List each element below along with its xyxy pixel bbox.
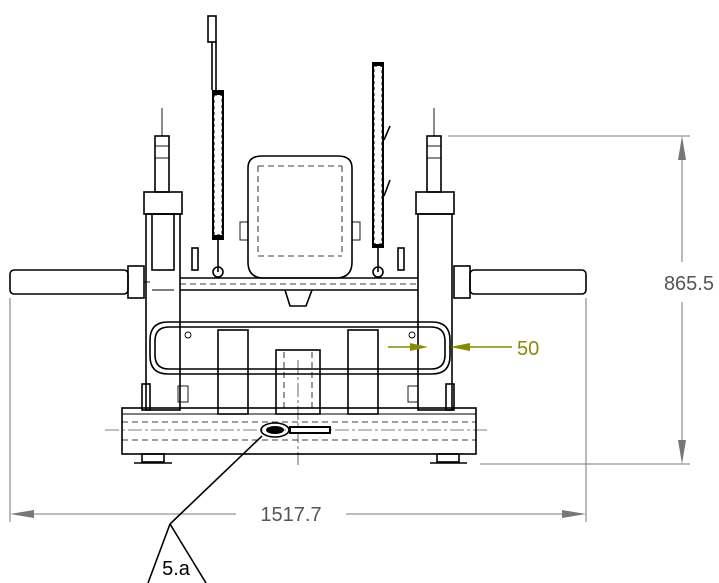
width-dimension-label: 1517.7 <box>260 504 321 526</box>
thickness-dimension <box>388 343 512 351</box>
callout-leader <box>147 435 263 583</box>
lower-cradle <box>141 321 455 415</box>
right-handle <box>453 265 587 299</box>
callout-label: 5.a <box>162 558 191 580</box>
upper-frame <box>180 277 418 291</box>
height-dimension-label: 865.5 <box>664 273 714 295</box>
width-dimension <box>9 298 587 522</box>
brand-logo-plate <box>260 422 331 438</box>
base-frame <box>105 360 490 465</box>
feet <box>134 453 467 464</box>
left-lever <box>191 15 224 278</box>
left-handle <box>9 265 150 299</box>
height-dimension <box>448 135 690 465</box>
seat-back <box>239 155 361 307</box>
thickness-dimension-label: 50 <box>517 338 539 360</box>
right-lever <box>372 62 405 278</box>
right-post <box>415 108 455 411</box>
left-post <box>143 108 183 411</box>
